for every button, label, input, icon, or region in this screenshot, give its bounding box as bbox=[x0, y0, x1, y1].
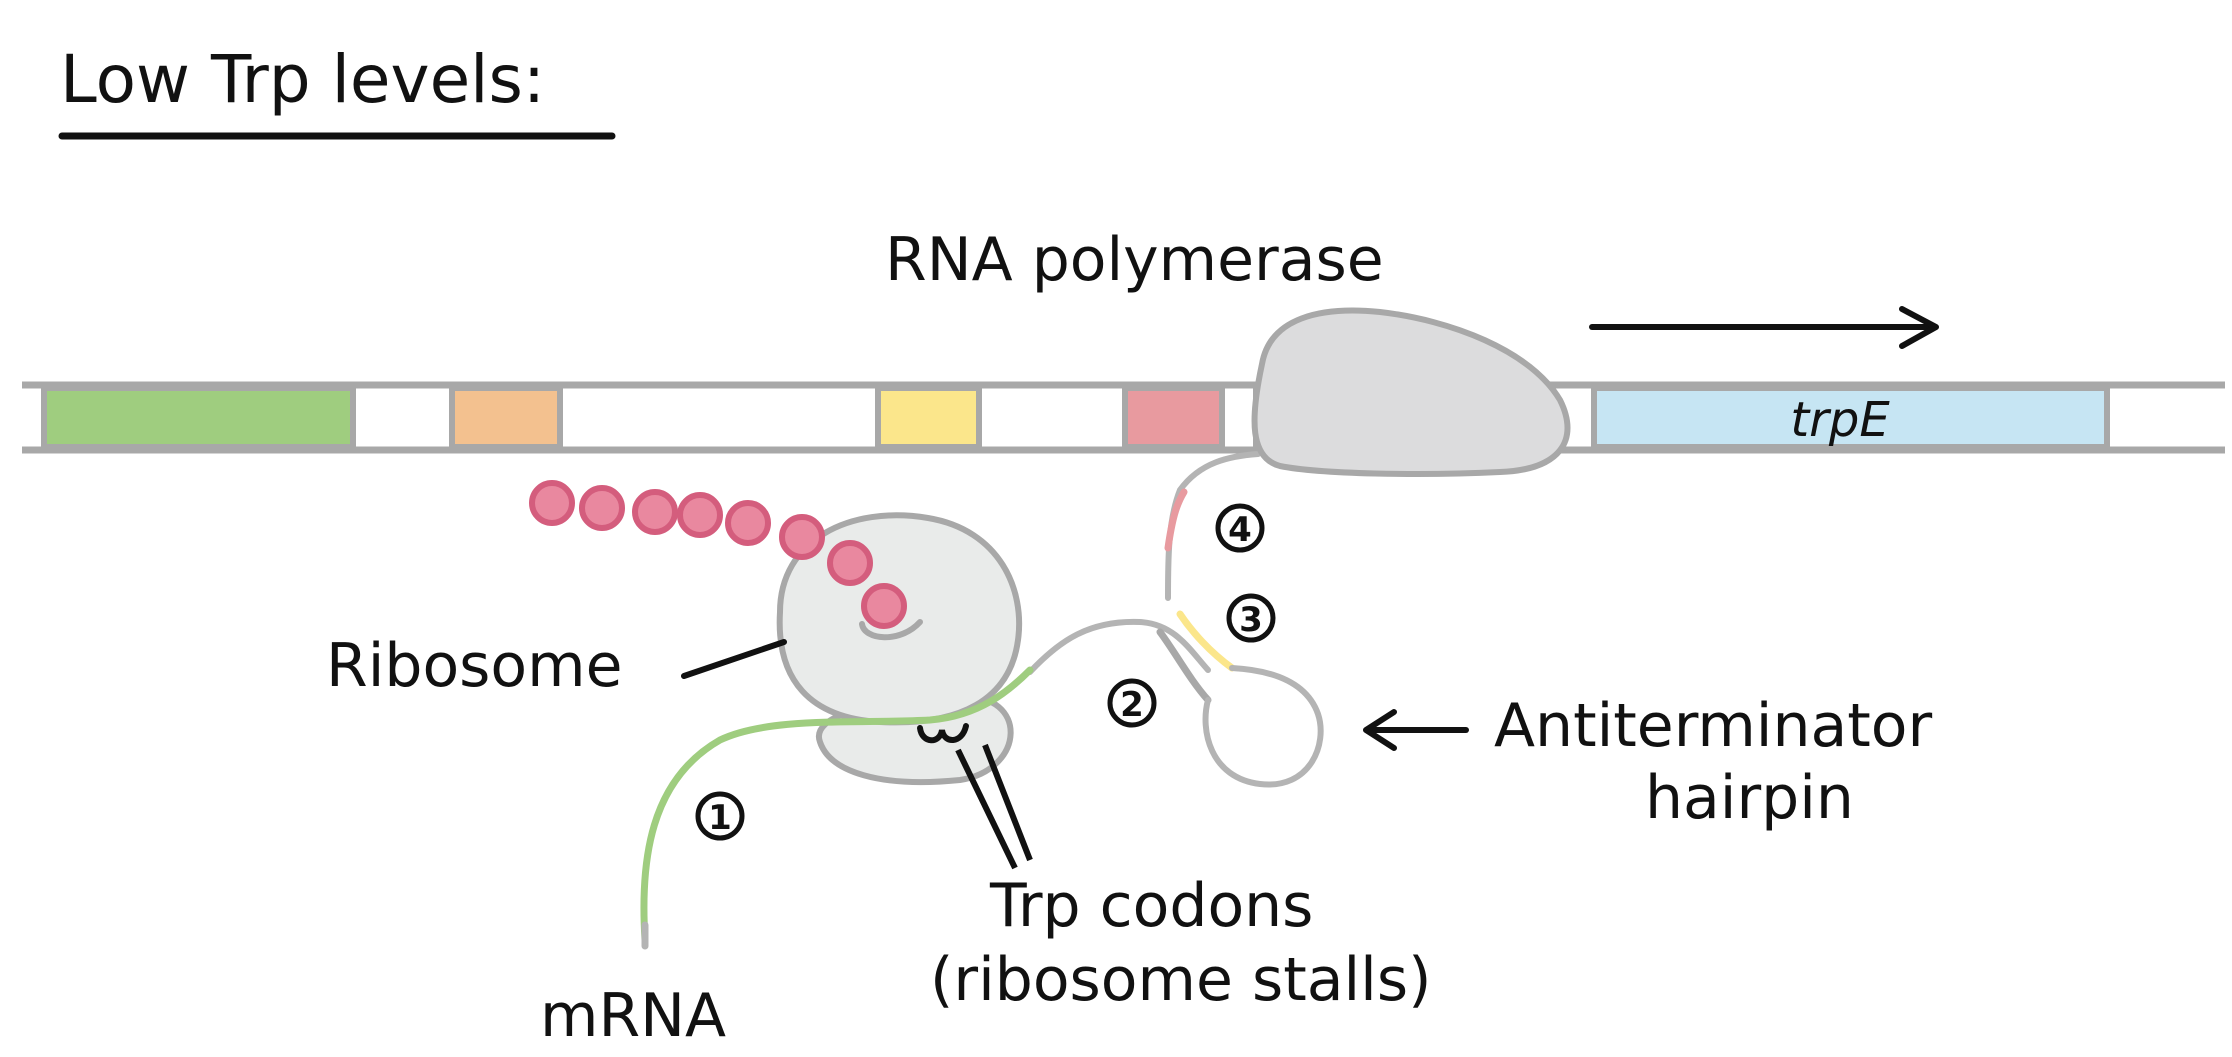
region-4-box bbox=[1122, 385, 1225, 450]
region-marker-circle bbox=[1215, 503, 1265, 553]
ribosome-label: Ribosome bbox=[326, 631, 622, 701]
trp-codons-label-line2: (ribosome stalls) bbox=[930, 945, 1432, 1015]
region-marker-number: 2 bbox=[1120, 685, 1144, 725]
mrna-region-3-segment bbox=[1176, 610, 1236, 672]
amino-acid-bead bbox=[677, 492, 723, 538]
mrna-region-1-segment bbox=[640, 666, 1034, 944]
mrna-region-4-segment bbox=[1164, 488, 1188, 552]
mrna-transcript bbox=[1027, 451, 1324, 788]
mrna-gray-segment bbox=[1027, 618, 1211, 675]
region-marker-circle bbox=[1226, 593, 1276, 643]
antiterminator-arrow-head bbox=[1363, 709, 1397, 751]
page-title: Low Trp levels: bbox=[60, 41, 545, 118]
nascent-peptide bbox=[529, 480, 907, 629]
region-marker-2: 2 bbox=[1107, 678, 1157, 728]
rna-polymerase bbox=[1251, 307, 1571, 477]
mrna-gray-tail bbox=[1165, 451, 1261, 601]
mrna-label: mRNA bbox=[540, 981, 726, 1051]
arrow-head bbox=[1899, 306, 1939, 349]
trp-codons-marker bbox=[917, 723, 1033, 870]
region-marker-3: 3 bbox=[1226, 593, 1276, 643]
region-2-box bbox=[449, 385, 563, 450]
amino-acid-bead bbox=[632, 489, 678, 535]
mrna-region-2-segment bbox=[1156, 628, 1212, 704]
trp-codons-label-line1: Trp codons bbox=[989, 871, 1313, 941]
region-1-box bbox=[41, 385, 356, 450]
region-3-box bbox=[875, 385, 982, 450]
region-marker-circle bbox=[1107, 678, 1157, 728]
title-group: Low Trp levels: bbox=[58, 41, 616, 140]
region-marker-number: 3 bbox=[1239, 600, 1263, 640]
region-marker-number: 1 bbox=[708, 798, 732, 838]
trp-codon-pointer bbox=[982, 743, 1033, 862]
ribosome-exit-tunnel bbox=[859, 619, 923, 641]
amino-acid-bead bbox=[579, 485, 625, 531]
region-marker-number: 4 bbox=[1228, 510, 1252, 550]
region-marker-4: 4 bbox=[1215, 503, 1265, 553]
dna-strand: trpE bbox=[22, 381, 2225, 454]
amino-acid-bead bbox=[529, 480, 575, 526]
region-marker-1: 1 bbox=[695, 791, 745, 841]
antiterminator-loop bbox=[1202, 665, 1324, 788]
ribosome-pointer-line bbox=[681, 639, 787, 679]
amino-acid-bead bbox=[861, 583, 907, 629]
rna-polymerase-label: RNA polymerase bbox=[885, 225, 1384, 295]
antiterminator-callout: Antiterminator hairpin bbox=[1363, 691, 1932, 833]
amino-acid-bead bbox=[779, 514, 825, 560]
trpE-label: trpE bbox=[1790, 392, 1890, 448]
trp-codon-pointer bbox=[955, 748, 1018, 870]
trp-codon-bump bbox=[917, 723, 969, 744]
direction-arrow bbox=[1589, 306, 1939, 349]
antiterminator-label-line1: Antiterminator bbox=[1494, 691, 1932, 761]
amino-acid-bead bbox=[827, 540, 873, 586]
amino-acid-bead bbox=[725, 500, 771, 546]
trpE-gene-box bbox=[1591, 385, 2110, 450]
antiterminator-label-line2: hairpin bbox=[1645, 763, 1854, 833]
region-marker-circle bbox=[695, 791, 745, 841]
